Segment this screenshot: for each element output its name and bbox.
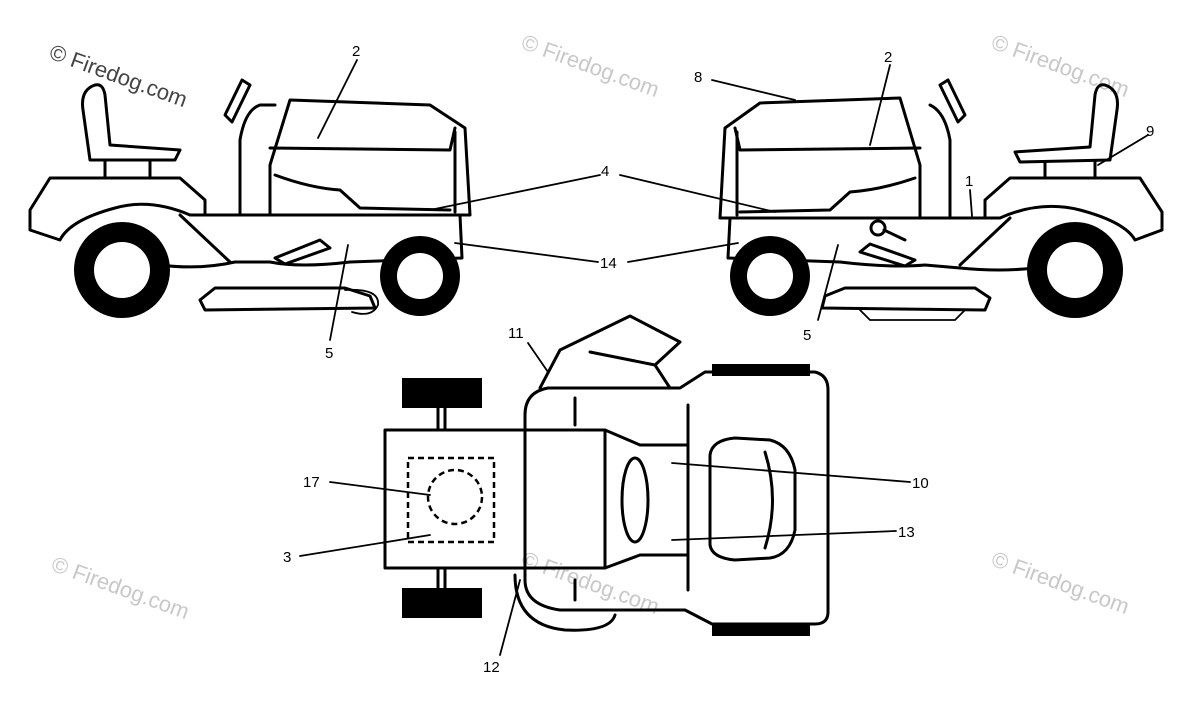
callout-5-left: 5 <box>325 345 333 362</box>
callout-11: 11 <box>508 325 524 342</box>
callout-2-left: 2 <box>352 43 360 60</box>
callout-10: 10 <box>912 475 929 492</box>
dash <box>928 103 952 220</box>
callout-4: 4 <box>601 163 609 180</box>
deck-chute <box>344 288 379 315</box>
front-hub <box>747 253 793 299</box>
callout-9: 9 <box>1146 123 1154 140</box>
front-wheel-top-right <box>402 588 482 618</box>
front-hub <box>397 253 443 299</box>
rear-fender <box>28 176 207 242</box>
leader-14-right <box>627 242 739 263</box>
rear-wheel-top-left <box>712 364 810 376</box>
watermark-bottom-left: © Firedog.com <box>48 551 192 624</box>
callout-3: 3 <box>283 549 291 566</box>
mower-deck <box>820 286 992 312</box>
right-view-callouts: 8 2 9 1 5 <box>619 49 1154 344</box>
lift-lever <box>882 228 907 242</box>
frame-body <box>726 216 1037 272</box>
rear-hub <box>1047 242 1103 298</box>
left-view-callouts: 2 4 14 5 <box>317 43 617 362</box>
battery-outline <box>406 456 496 544</box>
leader-2-right <box>869 64 891 146</box>
mower-deck-top <box>513 573 617 632</box>
leader-1 <box>969 189 973 217</box>
hood-side-panel <box>273 173 452 212</box>
leader-8 <box>711 79 796 101</box>
steering-wheel <box>938 78 967 124</box>
frame-diagonal <box>178 213 232 264</box>
callout-8: 8 <box>694 69 702 86</box>
front-wheel-top-left <box>402 378 482 408</box>
leader-4-left <box>429 174 601 211</box>
hood-line <box>268 126 457 152</box>
hood <box>718 96 922 220</box>
pedal <box>273 238 332 266</box>
callout-13: 13 <box>898 524 915 541</box>
deck-skirt <box>859 309 966 321</box>
frame-body <box>158 213 464 269</box>
hood-top <box>383 428 607 570</box>
frame-diagonal <box>958 216 1012 267</box>
watermark-bottom-right: © Firedog.com <box>988 546 1132 619</box>
tractor-left-side-view <box>28 78 472 318</box>
leader-5-left <box>329 244 349 341</box>
discharge-chute <box>538 314 682 390</box>
hood-taper <box>603 428 690 570</box>
seat <box>1013 83 1119 164</box>
seat-back-top <box>763 450 774 550</box>
rear-hub <box>94 242 150 298</box>
seat-post <box>1043 160 1097 180</box>
watermark-top-right: © Firedog.com <box>988 29 1132 102</box>
leader-11 <box>527 342 549 373</box>
leader-10 <box>671 462 911 483</box>
front-axle <box>436 406 447 590</box>
steering-wheel <box>223 78 252 124</box>
hood-line <box>733 126 922 152</box>
hood-side-panel <box>738 176 917 214</box>
fuel-cap-outline <box>426 468 484 526</box>
leader-13 <box>671 530 897 541</box>
top-view-callouts: 11 17 3 10 13 12 <box>283 325 929 676</box>
watermark-top-left: © Firedog.com <box>46 39 190 112</box>
watermark-bottom-center: © Firedog.com <box>518 546 662 619</box>
steering-column <box>620 456 650 544</box>
seat-post <box>103 158 152 180</box>
rear-fender <box>983 176 1164 242</box>
chute-line <box>588 350 657 367</box>
callout-2-right: 2 <box>884 49 892 66</box>
seat <box>81 83 182 162</box>
lift-lever-knob <box>869 219 887 237</box>
leader-12 <box>499 579 521 656</box>
pedal <box>858 242 917 268</box>
callout-12: 12 <box>483 659 500 676</box>
mower-deck <box>198 286 377 312</box>
hood <box>268 98 472 217</box>
body-outline <box>523 370 830 626</box>
rear-wheel-top-right <box>712 624 810 636</box>
callout-14: 14 <box>600 255 617 272</box>
leader-17 <box>329 481 431 496</box>
leader-9 <box>1097 134 1149 166</box>
seat-top <box>708 436 797 562</box>
leader-2-left <box>317 59 358 139</box>
callout-17: 17 <box>303 474 320 491</box>
dash <box>238 103 277 217</box>
watermark-top-center: © Firedog.com <box>518 29 662 102</box>
callout-1: 1 <box>965 173 973 190</box>
tractor-top-view <box>383 314 830 636</box>
leader-4-right <box>619 174 776 213</box>
callout-5-right: 5 <box>803 327 811 344</box>
leader-14-left <box>454 242 599 263</box>
leader-3 <box>299 534 431 557</box>
leader-5-right <box>817 244 839 321</box>
tractor-right-side-view <box>718 78 1164 321</box>
